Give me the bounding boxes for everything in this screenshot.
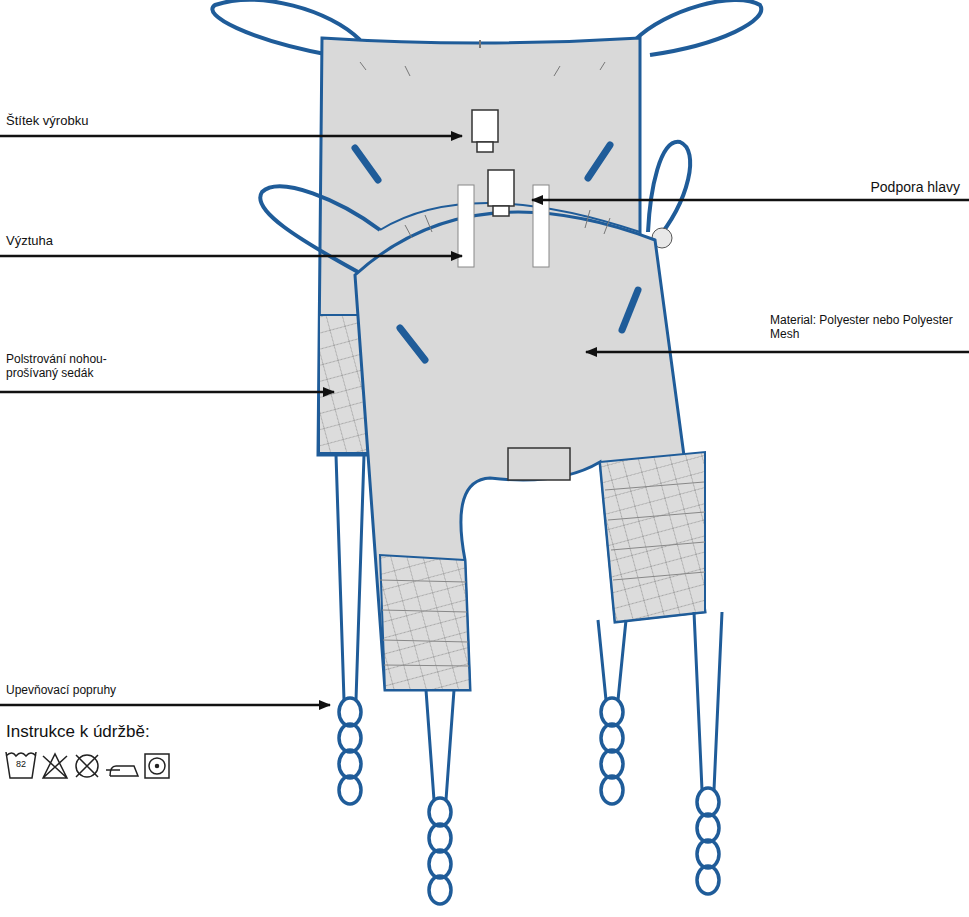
reinforcement	[458, 185, 474, 267]
strap-loop	[697, 840, 719, 868]
strap	[598, 620, 626, 700]
leader-line	[532, 199, 969, 202]
leader-line	[0, 391, 334, 394]
strap-loop	[339, 776, 361, 804]
strap-loop	[339, 698, 361, 726]
strap-loop	[697, 866, 719, 894]
strap-loop	[601, 750, 623, 778]
seat-body	[355, 212, 705, 690]
top-loop	[635, 0, 761, 55]
part-name: Výztuha	[6, 233, 206, 249]
part-name: Polstrování nohou- prošívaný sedák	[6, 352, 124, 381]
material-note: Material: Polyester nebo Polyester Mesh	[770, 313, 965, 342]
strap-loop	[429, 850, 451, 878]
strap	[336, 455, 364, 700]
strap-loop	[429, 876, 451, 904]
leader-line	[586, 351, 969, 354]
strap-chains	[336, 455, 722, 904]
part-name: Štítek výrobku	[6, 113, 206, 129]
strap-loop	[601, 724, 623, 752]
leader-line	[0, 704, 330, 707]
leader-line	[0, 135, 462, 138]
part-name: Upevňovací popruhy	[6, 683, 226, 697]
strap-loop	[601, 776, 623, 804]
part-name: Podpora hlavy	[770, 179, 960, 196]
strap	[426, 690, 454, 800]
strap-loop	[601, 698, 623, 726]
strap-loop	[339, 724, 361, 752]
strap-loop	[429, 798, 451, 826]
strap	[694, 612, 722, 790]
strap-loop	[697, 814, 719, 842]
strap-loop	[429, 824, 451, 852]
care-heading: Instrukce k údržbě:	[6, 722, 256, 742]
strap-loop	[339, 750, 361, 778]
side-loop	[648, 142, 690, 242]
quilted-padding	[380, 555, 470, 690]
quilted-padding	[600, 452, 705, 622]
leader-line	[0, 255, 462, 258]
strap-loop	[697, 788, 719, 816]
product-label	[488, 170, 514, 206]
wash-temperature: 82	[13, 760, 29, 769]
side-loop	[260, 186, 380, 272]
product-label	[472, 110, 498, 142]
reinforcement	[533, 185, 549, 267]
care-symbols	[6, 752, 169, 778]
